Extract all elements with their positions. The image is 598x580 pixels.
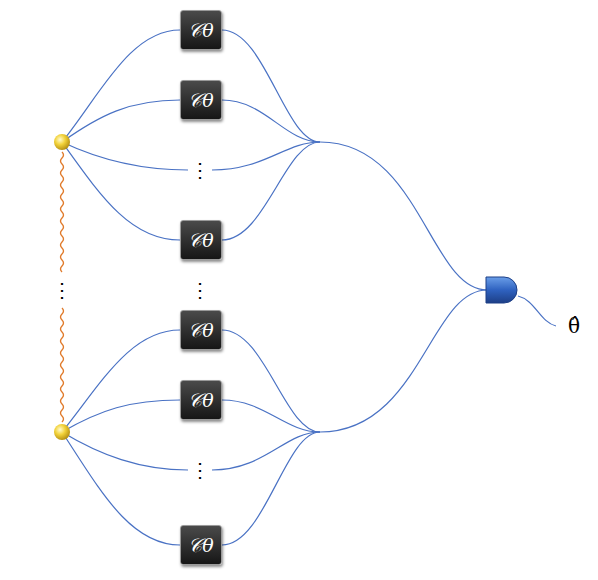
channel-box: 𝒞θ	[180, 310, 222, 350]
path	[222, 432, 320, 545]
channel-label: 𝒞θ	[188, 91, 213, 110]
channel-label: 𝒞θ	[188, 21, 213, 40]
output-wire	[518, 296, 556, 326]
channel-box: 𝒞θ	[180, 80, 222, 120]
path	[62, 400, 180, 432]
channel-label: 𝒞θ	[188, 231, 213, 250]
optical-paths	[62, 30, 556, 545]
path	[222, 30, 320, 142]
ellipsis: ⋮	[190, 460, 210, 480]
ellipsis: ⋮	[52, 280, 72, 300]
estimate-symbol: θ̂	[568, 316, 580, 336]
channel-label: 𝒞θ	[188, 391, 213, 410]
entanglement-link	[61, 152, 64, 272]
channel-label: 𝒞θ	[188, 536, 213, 555]
path	[62, 432, 188, 470]
path	[222, 330, 320, 432]
probe-particle	[54, 424, 70, 440]
path	[320, 290, 487, 432]
channel-box: 𝒞θ	[180, 220, 222, 260]
probe-particle	[54, 134, 70, 150]
path	[212, 142, 320, 170]
channel-box: 𝒞θ	[180, 10, 222, 50]
channel-label: 𝒞θ	[188, 321, 213, 340]
detector	[486, 277, 517, 303]
channel-box: 𝒞θ	[180, 380, 222, 420]
path	[320, 142, 487, 290]
entanglement-link	[61, 308, 64, 422]
path	[62, 30, 180, 142]
path	[62, 100, 180, 142]
ellipsis: ⋮	[190, 160, 210, 180]
path	[212, 432, 320, 470]
path	[62, 432, 180, 545]
path	[62, 142, 188, 170]
path	[222, 400, 320, 432]
path	[222, 142, 320, 240]
path	[62, 330, 180, 432]
channel-box: 𝒞θ	[180, 525, 222, 565]
path	[222, 100, 320, 142]
ellipsis: ⋮	[190, 280, 210, 300]
path	[62, 142, 180, 240]
